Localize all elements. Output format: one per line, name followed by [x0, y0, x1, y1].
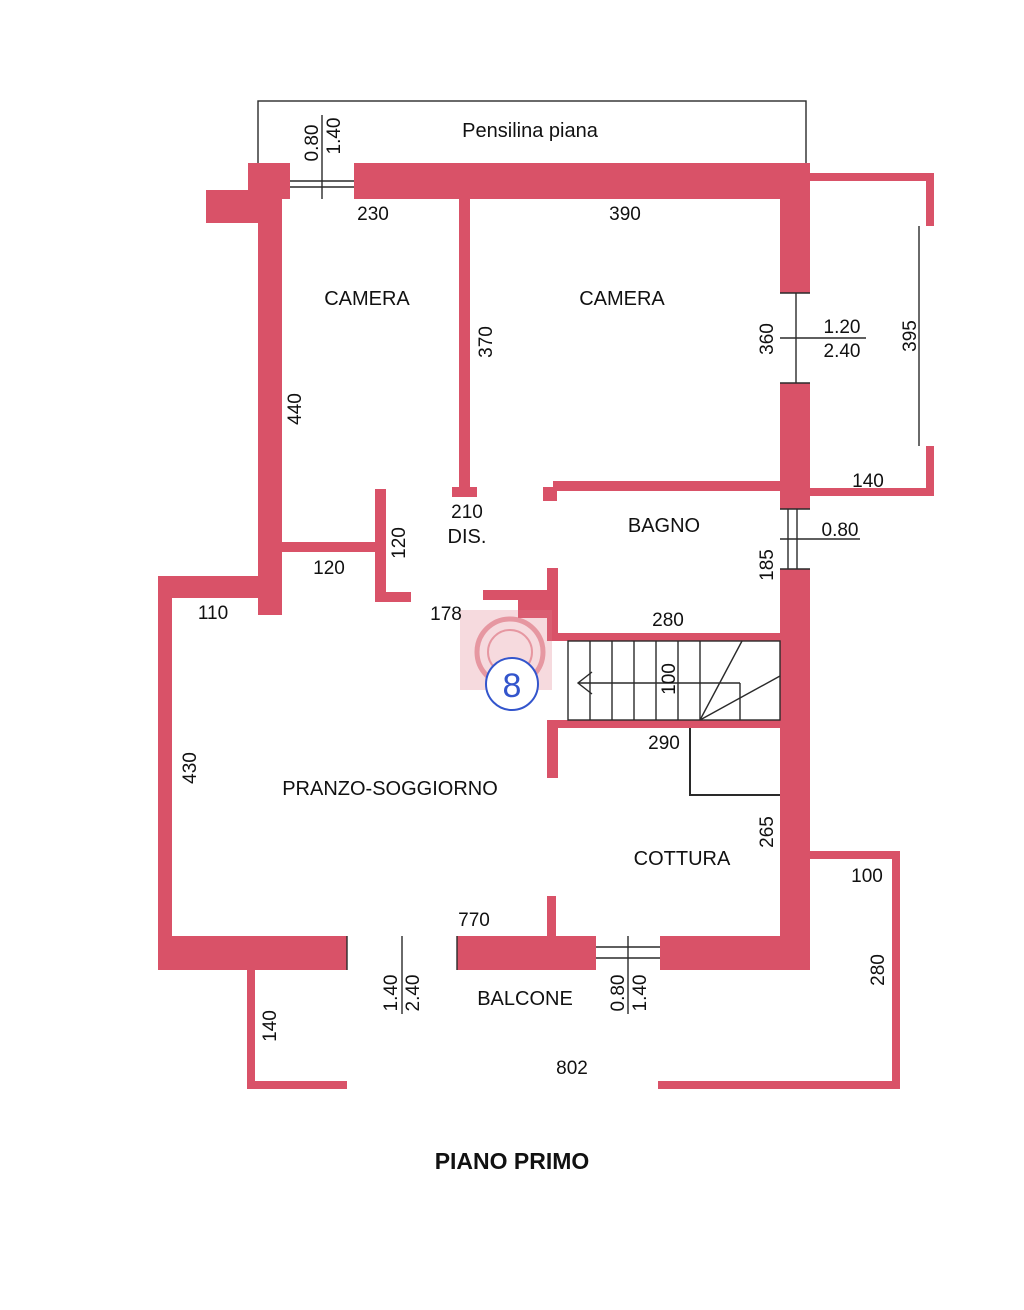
dim-balcony-w: 802 — [556, 1058, 588, 1079]
balconies — [247, 173, 934, 1089]
windows — [290, 115, 866, 1014]
dim-right-window-h: 2.40 — [824, 341, 861, 362]
dim-terrace-w: 140 — [852, 471, 884, 492]
wall-bottom — [158, 936, 810, 970]
dim-bottom-window-w: 1.40 — [381, 975, 402, 1012]
dim-wing-h: 120 — [389, 527, 410, 559]
logo-number: 8 — [503, 667, 522, 705]
wall-left-lower — [158, 576, 172, 968]
dim-dis-w: 210 — [451, 502, 483, 523]
dim-camera-right-h: 360 — [757, 323, 778, 355]
wall-wing-foot — [375, 592, 411, 602]
plan-title: PIANO PRIMO — [435, 1148, 590, 1174]
dim-right-window-w: 1.20 — [824, 317, 861, 338]
wall-stair-bottom — [547, 720, 780, 728]
logo-circle — [485, 657, 539, 711]
room-camera-right: CAMERA — [579, 288, 665, 310]
room-disimpegno: DIS. — [448, 526, 487, 548]
dim-bottom-window2-w: 0.80 — [608, 975, 629, 1012]
room-bagno: BAGNO — [628, 515, 700, 537]
wall-bagno-jamb — [483, 590, 555, 600]
dim-stair-len: 290 — [648, 733, 680, 754]
dim-bottom-window2-h: 1.40 — [630, 975, 651, 1012]
room-pranzo: PRANZO-SOGGIORNO — [282, 778, 498, 800]
room-balcone: BALCONE — [477, 988, 573, 1010]
wall-partition-foot — [452, 487, 477, 497]
wall-wing-horizontal — [282, 542, 378, 552]
wall-bagno-jamb2 — [518, 598, 552, 618]
dim-top-window-w: 0.80 — [302, 125, 323, 162]
wall-bottom-stub — [547, 896, 556, 938]
dim-living-h: 430 — [180, 752, 201, 784]
dim-wing-w: 120 — [313, 558, 345, 579]
dim-partition-h: 370 — [476, 326, 497, 358]
room-cottura: COTTURA — [634, 848, 731, 870]
wall-entry-top — [158, 576, 282, 598]
wall-left-upper — [258, 190, 282, 615]
dim-camera-left-h: 440 — [285, 393, 306, 425]
dim-bottom-window-h: 2.40 — [403, 975, 424, 1012]
wall-stair-top — [547, 633, 780, 641]
wall-top-left-stub — [206, 190, 260, 223]
wall-partition-cameras — [459, 199, 470, 489]
wall-cottura-left — [547, 720, 558, 778]
dim-balcony-left-h: 140 — [260, 1010, 281, 1042]
dim-bagno-window: 0.80 — [822, 520, 859, 541]
dim-right-balcony-h: 280 — [868, 954, 889, 986]
canopy-label: Pensilina piana — [462, 120, 599, 142]
dim-passage-w: 178 — [430, 604, 462, 625]
dim-camera-right-w: 390 — [609, 204, 641, 225]
dim-camera-left-w: 230 — [357, 204, 389, 225]
dim-right-balcony-w: 100 — [851, 866, 883, 887]
dim-cottura-h: 265 — [757, 816, 778, 848]
dim-entry-w: 110 — [198, 603, 228, 624]
wall-bagno-top-jamb — [543, 487, 557, 501]
dim-terrace-h: 395 — [900, 320, 921, 352]
dim-bagno-w: 280 — [652, 610, 684, 631]
wall-bagno-left — [547, 568, 558, 640]
wall-wing-vertical — [375, 489, 386, 601]
dim-bagno-h: 185 — [757, 549, 778, 581]
dim-living-w: 770 — [458, 910, 490, 931]
kitchen-counter — [689, 728, 780, 796]
walls — [158, 163, 810, 970]
room-camera-left: CAMERA — [324, 288, 410, 310]
wall-bagno-top — [553, 481, 780, 491]
dim-stair-w: 100 — [659, 663, 680, 695]
dim-top-window-h: 1.40 — [324, 118, 345, 155]
staircase — [567, 640, 781, 796]
logo-watermark: 8 — [460, 610, 552, 711]
